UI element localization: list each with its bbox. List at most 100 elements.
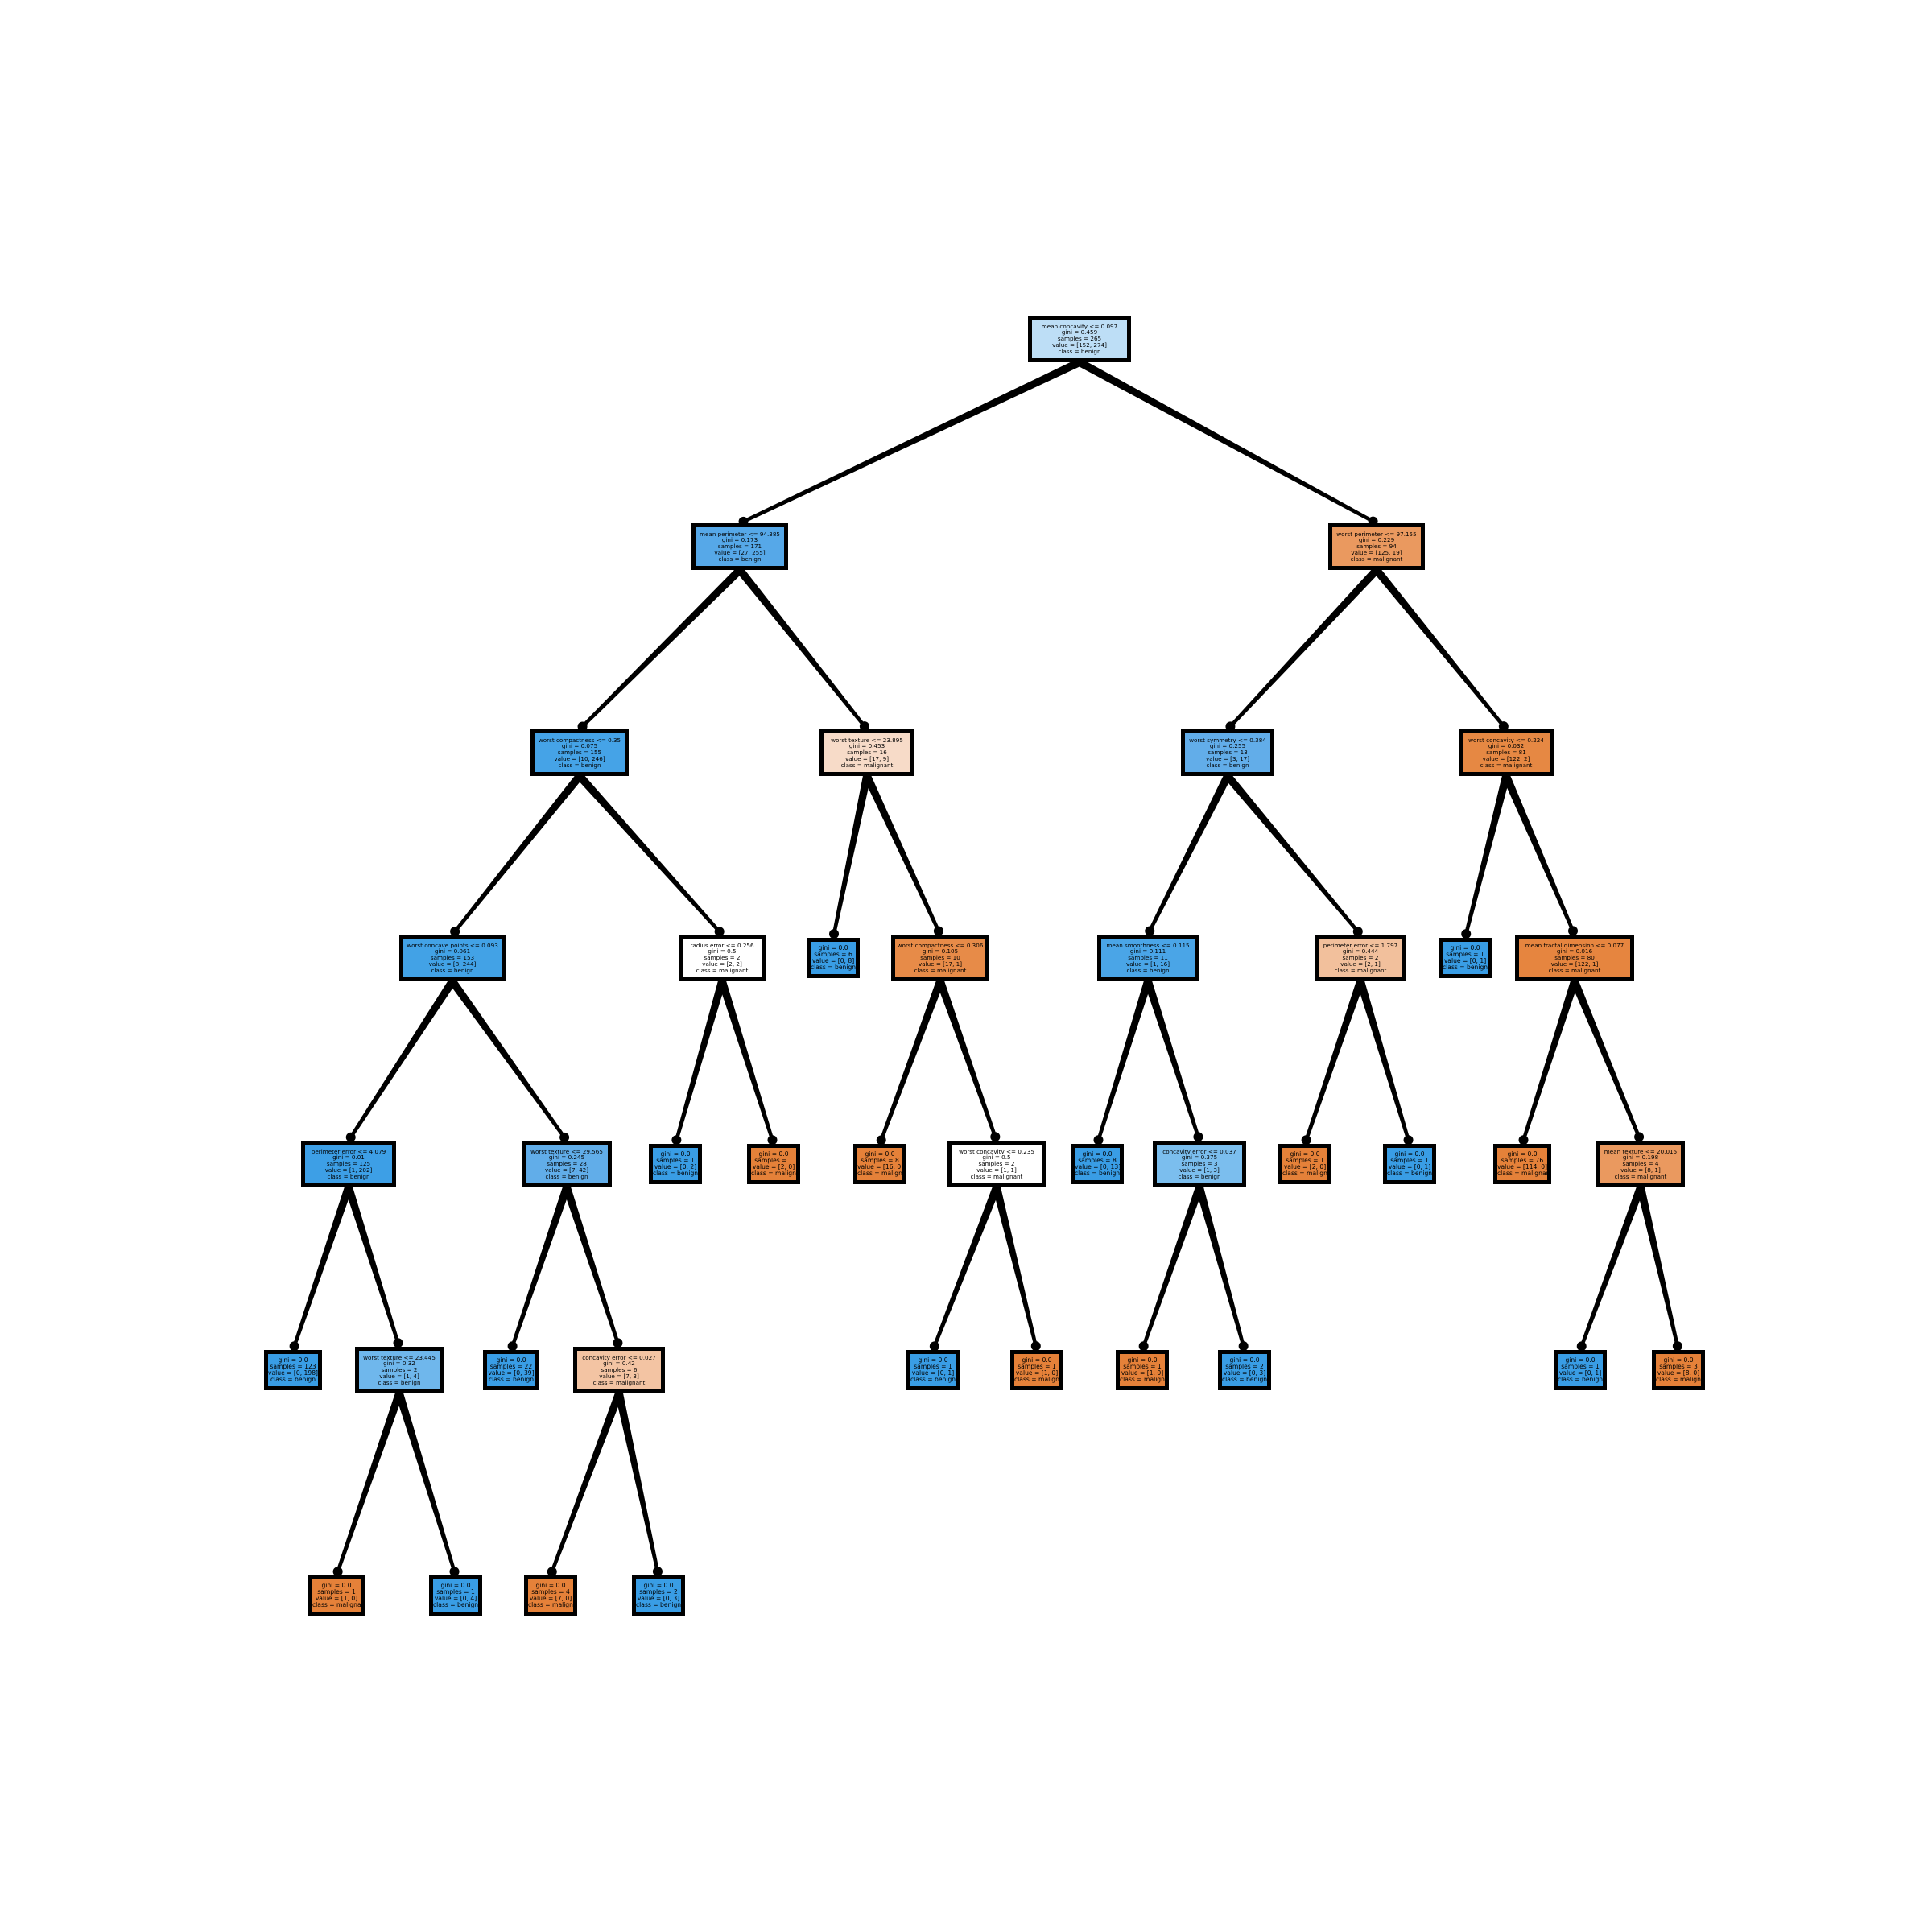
node-class: class = malignant [592,1378,646,1386]
node-class: class = benign [1075,1170,1121,1178]
tree-edge [448,979,566,1139]
node-feature: worst concavity <= 0.224 [1468,737,1544,744]
node-class: class = benign [545,1172,588,1180]
node-gini: gini = 0.198 [1622,1154,1659,1162]
node-class: class = benign [488,1376,535,1384]
node-value: value = [8, 0] [1657,1369,1700,1377]
node-class: class = malignant [840,761,894,769]
node-gini: gini = 0.01 [332,1154,365,1162]
node-gini: gini = 0.173 [721,536,758,544]
node-samples: samples = 1 [1390,1156,1429,1164]
tree-edge [292,1186,353,1347]
node-gini: gini = 0.459 [1061,328,1098,336]
tree-edge [1571,980,1641,1138]
node-value: value = [7, 0] [529,1595,572,1602]
node-class: class = malignant [751,1170,800,1178]
node-gini: gini = 0.0 [643,1581,674,1589]
node-feature: worst perimeter <= 97.155 [1336,530,1417,538]
node-class: class = benign [1058,347,1101,355]
tree-edge [1464,774,1510,935]
tree-edge [1077,358,1374,523]
node-value: value = [0, 4] [434,1595,477,1602]
node-samples: samples = 2 [639,1587,678,1596]
node-gini: gini = 0.0 [1663,1356,1694,1364]
node-feature: worst texture <= 23.895 [831,737,903,744]
tree-edge [1148,774,1232,932]
node-gini: gini = 0.0 [1394,1150,1425,1158]
node-class: class = benign [431,966,474,974]
node-samples: samples = 76 [1501,1156,1544,1164]
node-feature: concavity error <= 0.037 [1162,1148,1236,1155]
node-value: value = [125, 19] [1351,548,1402,556]
node-gini: gini = 0.0 [440,1581,471,1589]
node-feature: mean smoothness <= 0.115 [1106,942,1190,949]
node-value: value = [27, 255] [714,548,766,556]
node-samples: samples = 10 [920,954,960,962]
tree-edge [1304,980,1364,1141]
node-samples: samples = 1 [754,1156,793,1164]
node-gini: gini = 0.0 [1565,1356,1596,1364]
tree-edge [345,1186,400,1344]
node-value: value = [2, 0] [1283,1163,1327,1170]
node-samples: samples = 171 [717,543,762,551]
node-gini: gini = 0.229 [1358,536,1395,544]
tree-edge [832,774,871,935]
node-gini: gini = 0.0 [1127,1356,1158,1364]
tree-edge [1096,980,1152,1141]
tree-edge [1144,980,1200,1137]
node-class: class = benign [433,1601,479,1609]
node-value: value = [152, 274] [1052,341,1107,349]
node-value: value = [1, 0] [1121,1369,1164,1377]
node-value: value = [2, 2] [702,960,742,968]
tree-edge [879,980,944,1141]
node-gini: gini = 0.0 [1082,1150,1113,1158]
node-value: value = [2, 1] [1340,960,1381,968]
node-value: value = [3, 17] [1205,754,1250,762]
node-gini: gini = 0.0 [758,1150,789,1158]
node-class: class = malignant [1548,966,1601,974]
node-samples: samples = 2 [704,954,741,962]
node-samples: samples = 1 [1286,1156,1324,1164]
node-value: value = [16, 0] [857,1163,904,1170]
tree-edge [336,1392,403,1572]
node-class: class = benign [378,1378,421,1386]
node-samples: samples = 125 [326,1160,371,1168]
node-gini: gini = 0.255 [1209,742,1246,750]
node-samples: samples = 1 [1018,1362,1056,1370]
node-feature: worst concavity <= 0.235 [959,1148,1034,1155]
tree-edge [718,980,774,1141]
node-value: value = [122, 1] [1550,960,1599,968]
node-class: class = benign [270,1376,316,1384]
node-value: value = [0, 1] [911,1369,955,1377]
node-gini: gini = 0.032 [1488,742,1525,750]
node-gini: gini = 0.075 [561,742,598,750]
node-samples: samples = 1 [436,1587,475,1596]
tree-edge [675,980,726,1141]
node-value: value = [10, 246] [554,754,605,762]
node-value: value = [122, 2] [1482,754,1530,762]
node-samples: samples = 28 [547,1160,587,1168]
node-class: class = benign [636,1601,682,1609]
node-value: value = [17, 9] [844,754,890,762]
node-samples: samples = 1 [1561,1362,1600,1370]
node-value: value = [0, 3] [1223,1369,1266,1377]
node-value: value = [0, 198] [268,1369,319,1377]
